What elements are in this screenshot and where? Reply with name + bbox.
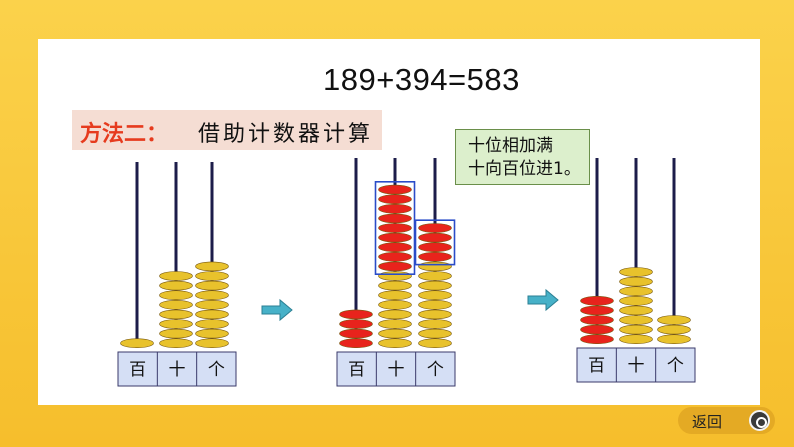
abacus-bead	[418, 280, 452, 291]
carry-note-line-1: 十位相加满	[468, 136, 553, 156]
abacus-bead	[418, 319, 452, 329]
abacus-bead	[418, 261, 452, 272]
abacus-bead	[195, 299, 229, 310]
abacus-bead	[619, 276, 653, 287]
abacus-bead	[580, 315, 614, 325]
abacus-bead	[159, 271, 193, 281]
abacus-bead	[378, 271, 412, 281]
abacus-bead	[378, 328, 412, 339]
arrow-icon	[527, 288, 559, 312]
back-arrow-icon	[749, 410, 770, 431]
abacus-bead	[619, 324, 653, 335]
abacus-bead	[159, 280, 193, 291]
abacus-bead	[657, 315, 691, 325]
abacus-bead	[378, 299, 412, 310]
place-label: 十	[628, 356, 645, 376]
method-banner: 方法二： 借助计数器计算	[72, 110, 382, 150]
abacus-bead	[418, 251, 452, 262]
abacus-bead	[580, 305, 614, 316]
place-label: 个	[667, 356, 684, 376]
abacus-bead	[378, 194, 412, 204]
abacus-bead	[580, 334, 614, 345]
abacus-bead	[339, 338, 373, 349]
place-label: 十	[388, 360, 405, 380]
abacus-bead	[339, 319, 373, 329]
abacus-bead	[159, 319, 193, 329]
abacus-bead	[378, 290, 412, 301]
place-label-box	[117, 351, 237, 387]
carry-highlight-box	[374, 181, 416, 276]
abacus-bead	[378, 280, 412, 291]
back-label: 返回	[692, 413, 723, 431]
abacus-bead	[195, 290, 229, 301]
abacus-bead	[418, 223, 452, 233]
back-button[interactable]: 返回	[678, 407, 775, 434]
abacus-bead	[619, 334, 653, 345]
abacus-bead	[378, 242, 412, 252]
carry-note: 十位相加满 十向百位进1。	[455, 129, 590, 185]
equation-title: 189+394=583	[323, 62, 520, 97]
abacus-bead	[418, 271, 452, 281]
abacus-bead	[378, 204, 412, 214]
abacus-bead	[378, 184, 412, 195]
abacus-bead	[378, 319, 412, 329]
abacus-bead	[418, 290, 452, 301]
abacus-bead	[657, 324, 691, 335]
abacus-bead	[339, 328, 373, 339]
place-label: 十	[169, 360, 186, 380]
abacus-bead	[619, 315, 653, 325]
method-text: 借助计数器计算	[198, 122, 374, 147]
abacus-bead	[195, 261, 229, 272]
abacus-bead	[619, 267, 653, 277]
abacus-bead	[159, 328, 193, 339]
abacus-bead	[418, 309, 452, 320]
abacus-bead	[195, 319, 229, 329]
abacus-bead	[378, 261, 412, 272]
abacus-bead	[195, 309, 229, 320]
place-label-box	[576, 347, 696, 383]
abacus-bead	[619, 295, 653, 306]
abacus-bead	[159, 309, 193, 320]
abacus-bead	[418, 299, 452, 310]
abacus-bead	[339, 309, 373, 320]
place-label: 百	[588, 356, 605, 376]
abacus-bead	[418, 328, 452, 339]
place-label: 个	[208, 360, 225, 380]
abacus-bead	[159, 338, 193, 349]
abacus-bead	[418, 232, 452, 243]
abacus-bead	[418, 242, 452, 252]
abacus-bead	[195, 328, 229, 339]
carry-highlight-box	[414, 219, 456, 266]
place-label-box	[336, 351, 456, 387]
abacus-bead	[580, 324, 614, 335]
carry-note-line-2: 十向百位进1。	[468, 159, 581, 179]
abacus-bead	[580, 295, 614, 306]
abacus-bead	[120, 338, 154, 349]
abacus-bead	[195, 280, 229, 291]
abacus-bead	[619, 286, 653, 297]
abacus-bead	[159, 290, 193, 301]
abacus-bead	[378, 213, 412, 224]
abacus-bead	[378, 338, 412, 349]
place-label: 个	[427, 360, 444, 380]
arrow-icon	[261, 298, 293, 322]
abacus-bead	[378, 309, 412, 320]
method-label: 方法二：	[80, 122, 169, 147]
place-label: 百	[348, 360, 365, 380]
abacus-bead	[378, 223, 412, 233]
abacus-bead	[378, 251, 412, 262]
abacus-bead	[378, 232, 412, 243]
place-label: 百	[129, 360, 146, 380]
abacus-bead	[195, 338, 229, 349]
abacus-bead	[619, 305, 653, 316]
abacus-bead	[657, 334, 691, 345]
abacus-bead	[195, 271, 229, 281]
abacus-bead	[159, 299, 193, 310]
abacus-bead	[418, 338, 452, 349]
